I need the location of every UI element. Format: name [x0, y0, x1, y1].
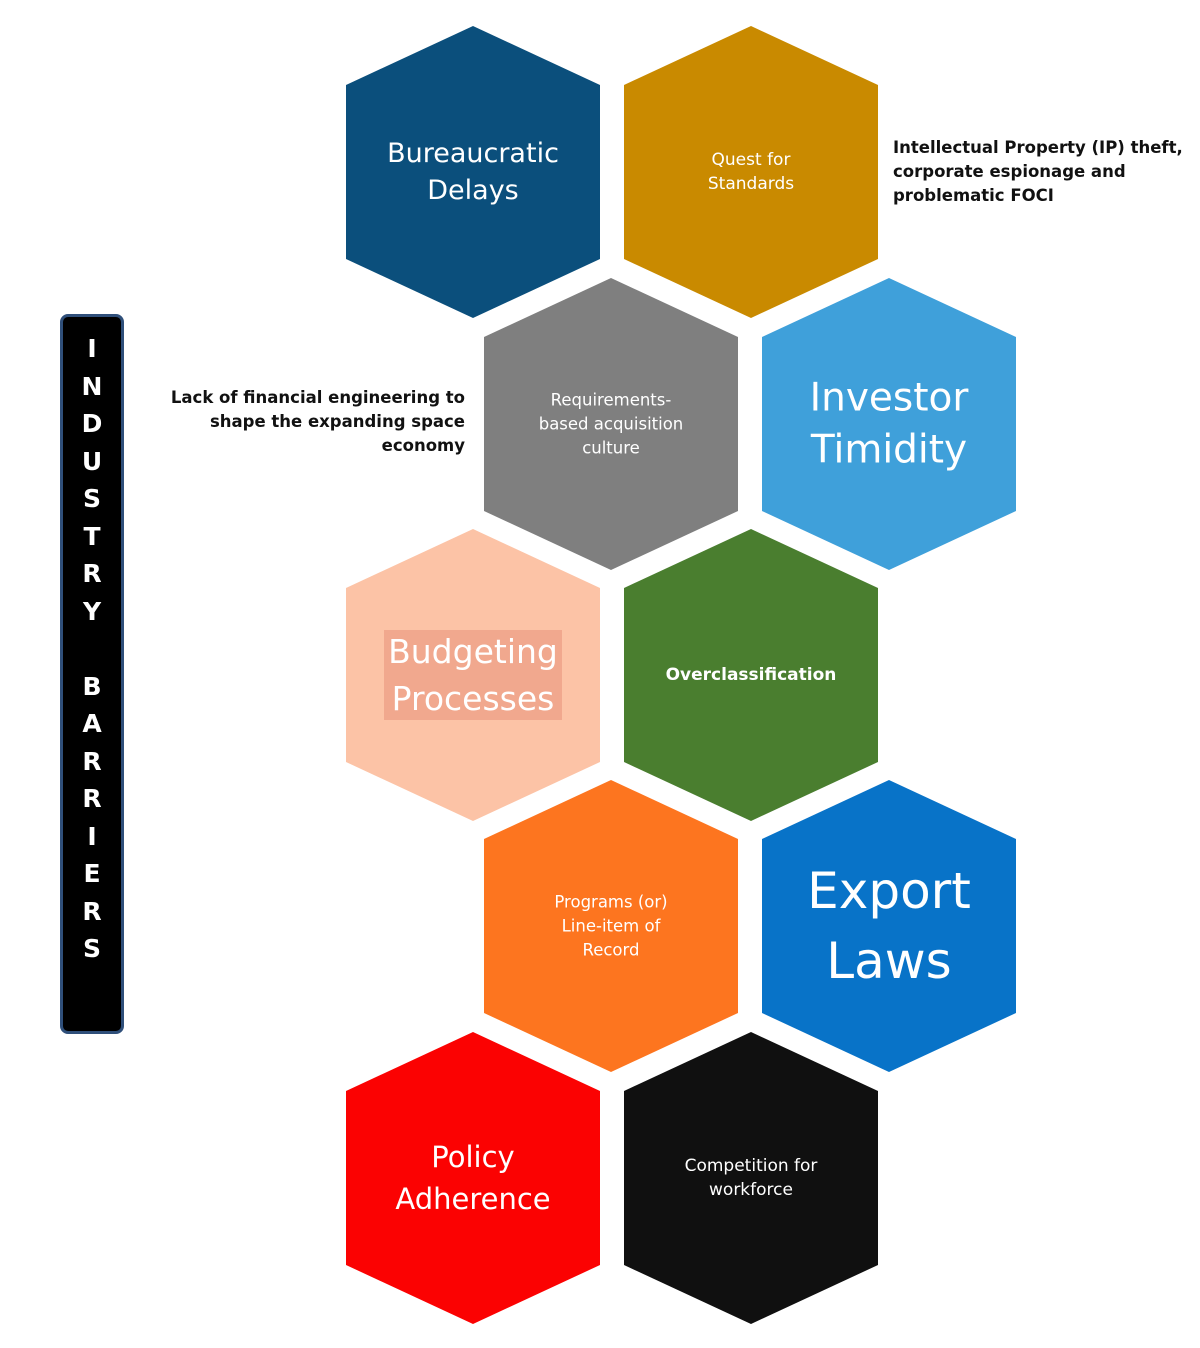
barrier-label: Export [807, 862, 971, 920]
ip-theft-note: Intellectual Property (IP) theft, corpor… [893, 136, 1183, 208]
sidebar-letter: E [83, 859, 101, 888]
barrier-hexagon-competition-for-workforce: Competition for workforce [624, 1032, 878, 1324]
sidebar-letter: U [81, 446, 103, 476]
sidebar-letter: B [82, 671, 102, 701]
barrier-hexagon-programs-line-item: Programs (or) Line-item of Record [484, 780, 738, 1072]
sidebar-letter: Y [82, 596, 102, 626]
hexagon-shape [346, 1032, 600, 1324]
sidebar-letter: R [82, 746, 102, 776]
hexagon-shape [624, 26, 878, 318]
barrier-label: based acquisition [539, 415, 684, 434]
barrier-label: Timidity [810, 428, 967, 473]
barrier-label: Laws [826, 932, 951, 990]
barrier-label: Competition for [685, 1156, 818, 1176]
sidebar-letter: T [83, 521, 101, 551]
barrier-hexagon-overclassification: Overclassification [624, 529, 878, 821]
hexagon-shape [346, 26, 600, 318]
text-highlight [384, 630, 562, 720]
barrier-label: Record [582, 941, 639, 960]
sidebar-letter: N [81, 371, 103, 401]
financial-note-line: shape the expanding space [209, 412, 465, 431]
financial-note-line: economy [381, 436, 465, 455]
barrier-hexagon-requirements-based-acquisition: Requirements-based acquisition culture [484, 278, 738, 570]
barrier-label: Programs (or) [554, 893, 667, 912]
barrier-label: Processes [392, 679, 555, 718]
sidebar-letter: S [82, 934, 101, 963]
hexagon-shape [624, 529, 878, 821]
ip-theft-note-line: Intellectual Property (IP) theft, [893, 138, 1183, 157]
barrier-label: Line-item of [562, 917, 662, 936]
sidebar-letter: R [82, 896, 102, 926]
sidebar-letter: S [82, 484, 101, 513]
barrier-label: Budgeting [388, 632, 558, 671]
barrier-label: Investor [810, 376, 970, 421]
hexagon-shape [762, 780, 1016, 1072]
financial-engineering-note: Lack of financial engineering to shape t… [150, 386, 465, 458]
sidebar-letter: R [82, 784, 102, 813]
barrier-label: Delays [427, 175, 519, 206]
ip-theft-note-line: corporate espionage and [893, 162, 1126, 181]
sidebar-letter: R [82, 559, 102, 588]
ip-theft-note-line: problematic FOCI [893, 186, 1054, 205]
barrier-label: Adherence [395, 1182, 550, 1216]
hexagon-shape [624, 1032, 878, 1324]
hexagon-shape [484, 780, 738, 1072]
barrier-label: culture [582, 439, 640, 458]
barrier-label: workforce [709, 1180, 793, 1200]
barrier-label: Bureaucratic [387, 138, 559, 169]
financial-note-line: Lack of financial engineering to [170, 388, 465, 407]
barrier-label: Overclassification [666, 665, 837, 685]
barrier-label: Standards [708, 174, 794, 194]
sidebar-letter: D [81, 409, 103, 438]
barrier-label: Quest for [712, 150, 791, 170]
barrier-label: Policy [431, 1140, 514, 1174]
hexagon-shape [484, 278, 738, 570]
hexagon-shape [762, 278, 1016, 570]
barrier-label: Requirements- [551, 391, 672, 410]
sidebar-letter: A [82, 709, 102, 738]
sidebar-letter: I [87, 821, 97, 851]
sidebar-letter: I [87, 334, 97, 363]
